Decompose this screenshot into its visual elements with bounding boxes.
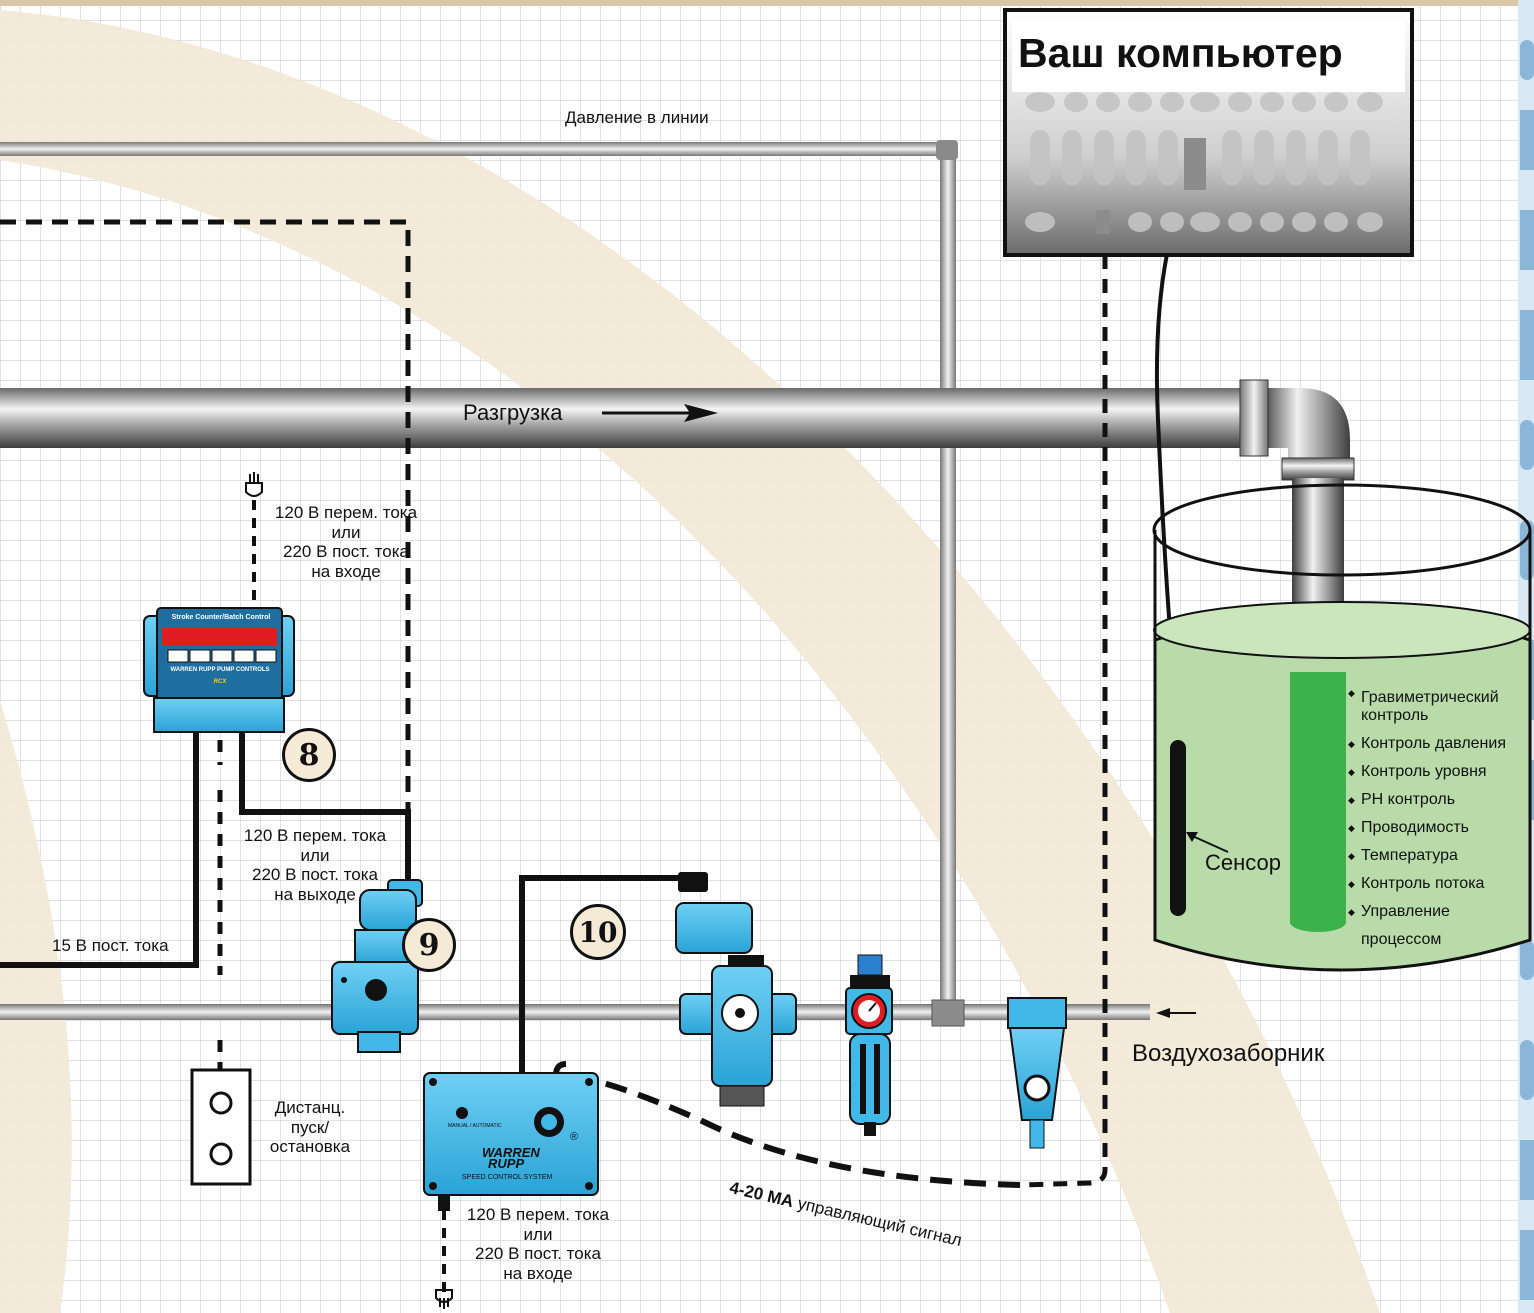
power-out-line: или (300, 845, 330, 865)
feature-item: Контроль уровня (1348, 758, 1521, 786)
remote-line: Дистанц. (274, 1098, 346, 1117)
power-in-bottom-line: на входе (503, 1263, 573, 1283)
pressure-regulator (675, 872, 797, 1107)
feature-item: Проводимость (1348, 814, 1521, 842)
badge-10: 10 (570, 904, 626, 960)
power-in-top-line: 220 В пост. тока (283, 542, 409, 562)
intake-arrow-icon (1156, 1008, 1196, 1018)
controller-logo: RCX (213, 679, 227, 685)
power-in-top-label: 120 В перем. тока или 220 В пост. тока н… (256, 503, 436, 581)
line-pressure-pipe (0, 140, 958, 1006)
solenoid-valve (331, 879, 423, 1053)
speed-brand-line: WARREN (482, 1145, 540, 1160)
top-border (0, 0, 1534, 6)
badge-8: 8 (282, 728, 336, 782)
decorative-swoosh (0, 10, 1380, 1313)
feature-item: PH контроль (1348, 786, 1521, 814)
power-out-line: 220 В пост. тока (252, 865, 378, 885)
discharge-pipe (0, 379, 1355, 678)
remote-line: остановка (269, 1137, 351, 1157)
feature-item: Управление процессом (1348, 898, 1481, 954)
speed-brand-line: RUPP (488, 1156, 525, 1171)
remote-label: Дистанц. пуск/ остановка (255, 1098, 365, 1157)
line-pressure-label: Давление в линии (565, 108, 709, 127)
power-in-bottom-line: 120 В перем. тока (466, 1205, 610, 1224)
speed-reg-mark: ® (570, 1131, 579, 1143)
speed-system-label: SPEED CONTROL SYSTEM (462, 1174, 553, 1181)
feature-item: Гравиметрический контроль (1348, 684, 1521, 730)
controller-brand: WARREN RUPP PUMP CONTROLS (170, 667, 270, 673)
power-in-top-line: 120 В перем. тока (274, 503, 418, 522)
remote-line: пуск/ (290, 1117, 330, 1137)
power-plug-icon-bottom (435, 1289, 453, 1309)
computer-box (1003, 8, 1414, 257)
flow-arrow-icon (602, 404, 718, 422)
discharge-label: Разгрузка (463, 400, 563, 425)
remote-start-stop-box (190, 1068, 252, 1186)
power-plug-icon (245, 472, 263, 497)
power-in-top-line: на входе (311, 561, 381, 581)
badge-9: 9 (402, 918, 456, 972)
computer-title: Ваш компьютер (1018, 30, 1343, 76)
power-out-label: 120 В перем. тока или 220 В пост. тока н… (225, 826, 405, 904)
stroke-counter-device (143, 607, 295, 733)
filter-regulator (845, 954, 893, 1136)
power-out-line: на выходе (274, 884, 356, 904)
feature-item: Контроль потока (1348, 870, 1521, 898)
power-in-bottom-label: 120 В перем. тока или 220 В пост. тока н… (448, 1205, 628, 1283)
sensor-probe (1170, 740, 1186, 916)
air-intake-label: Воздухозаборник (1132, 1040, 1325, 1067)
dashed-control-lines (0, 219, 1108, 1295)
feature-item: Контроль давления (1348, 730, 1521, 758)
dc15-label: 15 В пост. тока (52, 936, 169, 955)
power-in-bottom-line: или (523, 1224, 553, 1244)
sensor-label: Сенсор (1205, 850, 1281, 875)
monitoring-features-list: Гравиметрический контроль Контроль давле… (1348, 684, 1521, 954)
power-out-line: 120 В перем. тока (243, 826, 387, 845)
speed-brand: WARREN RUPP (478, 1145, 540, 1171)
speed-mode-label: MANUAL / AUTOMATIC (448, 1123, 502, 1129)
controller-title: Stroke Counter/Batch Control (171, 614, 271, 621)
speed-control-box (423, 1061, 599, 1211)
air-filter (1007, 997, 1067, 1149)
power-in-bottom-line: 220 В пост. тока (475, 1244, 601, 1264)
power-in-top-line: или (331, 522, 361, 542)
feature-item: Температура (1348, 842, 1521, 870)
